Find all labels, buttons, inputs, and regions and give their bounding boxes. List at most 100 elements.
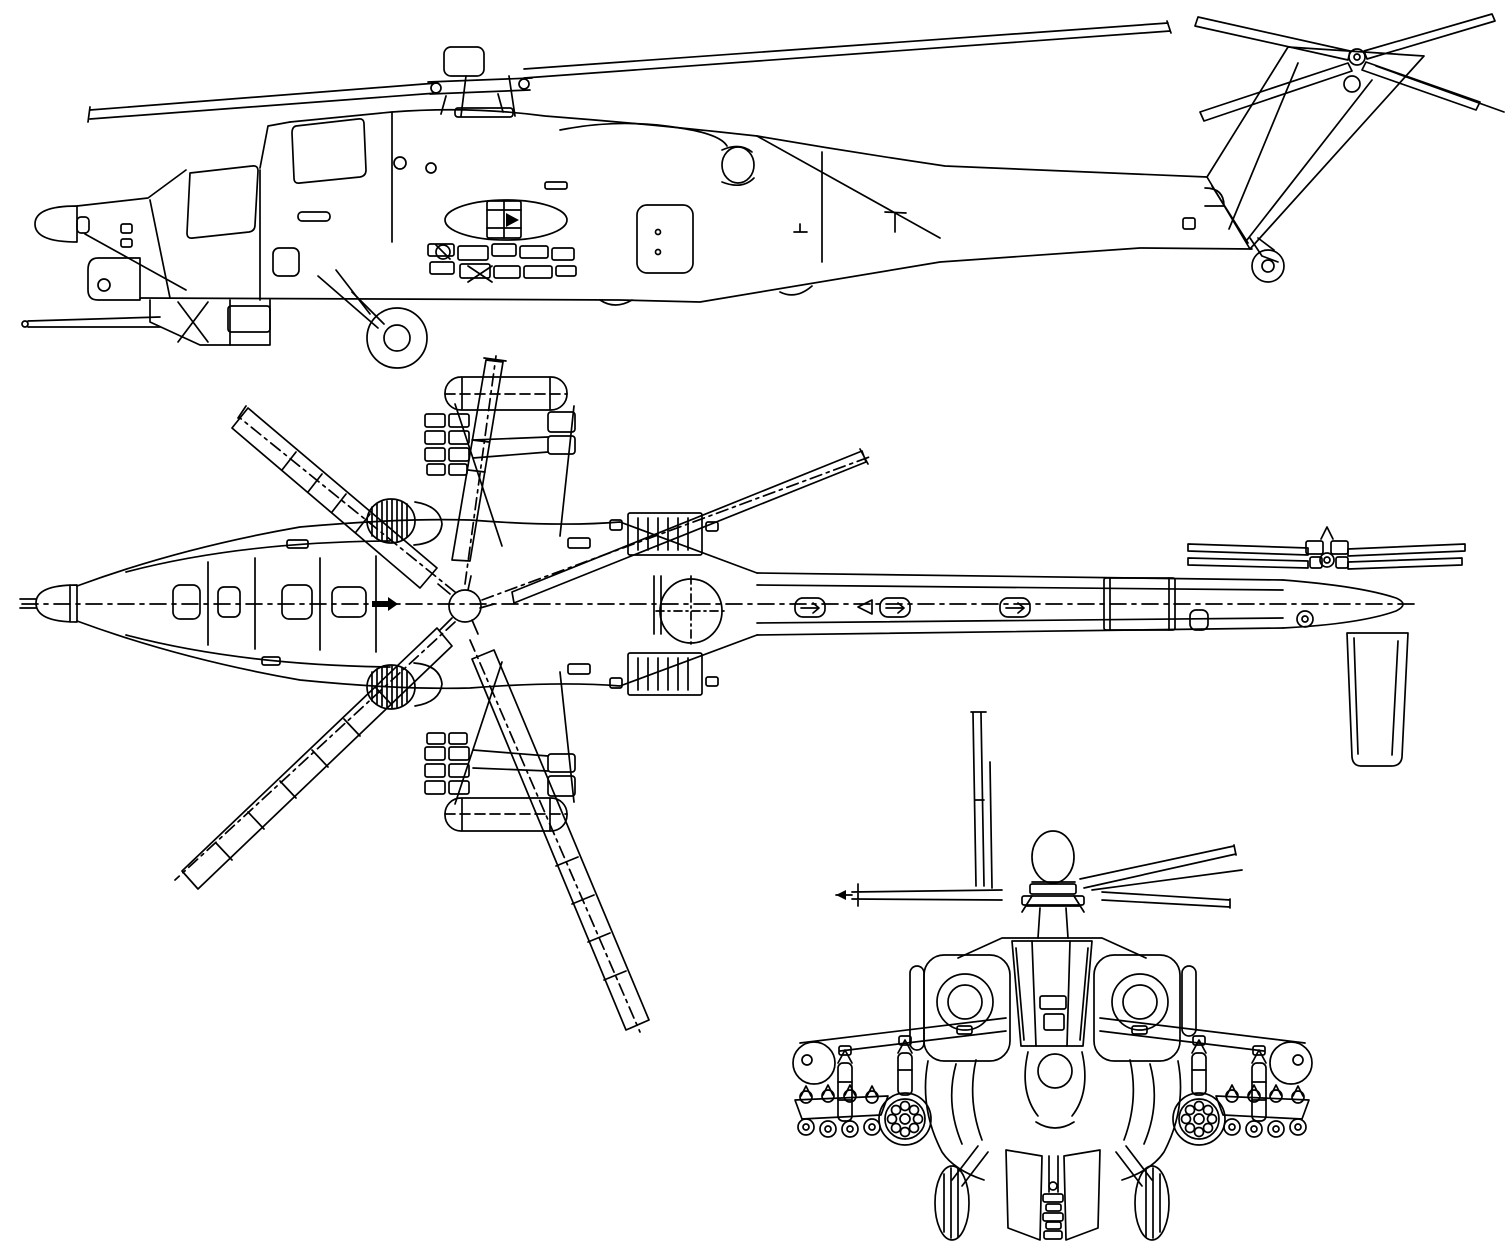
engine-intake-ring-right (1111, 973, 1169, 1031)
belly-fairing (599, 285, 813, 306)
gun-breech (227, 305, 271, 333)
rotor-blade-right-front (1101, 891, 1231, 909)
exhaust-louvre-panel (627, 512, 703, 556)
nose-crease (149, 199, 171, 299)
boom-tab (1189, 609, 1209, 631)
boom-flag-mark (857, 599, 873, 615)
hatch-arrow (800, 602, 820, 614)
nose-radome (34, 205, 78, 243)
rotor-grip (437, 583, 451, 595)
wheel-tread (1145, 1167, 1161, 1239)
engine-intake-ring-left (936, 973, 994, 1031)
gun-barrel (27, 316, 161, 328)
gun-mount-plate-left (1005, 1149, 1043, 1241)
main-rotor-hub-circle (448, 589, 482, 623)
missile-tip (837, 1049, 853, 1064)
engine-intake-ring-left-inner (947, 984, 983, 1020)
blade-axis (481, 455, 873, 601)
top-view (19, 355, 1466, 1033)
rocket-tube (1202, 1122, 1214, 1134)
rack-tube-hub (846, 1125, 854, 1133)
rack-tube-hub (824, 1125, 832, 1133)
rocket-tube (899, 1113, 911, 1125)
nose-plan (35, 584, 78, 623)
nose-contours (1024, 1051, 1086, 1129)
rocket-tube (912, 1113, 924, 1125)
missile-body (837, 1062, 853, 1122)
missile-body (1191, 1052, 1207, 1096)
door-handle (297, 211, 331, 222)
antenna-mast (793, 211, 907, 233)
fuselage-side-left (924, 1060, 985, 1181)
engine-cowl (559, 122, 728, 147)
door-dot (654, 248, 662, 256)
vent-box (609, 519, 623, 531)
missile-rack-cell (448, 463, 468, 476)
rocket-tube (899, 1100, 911, 1112)
tail-boom-inner-lines (756, 584, 1284, 624)
boom-box (1182, 217, 1196, 230)
nose-top-line (76, 169, 187, 207)
hatch-arrow (885, 602, 905, 614)
turret-brace (84, 233, 187, 291)
engine-bay-box (427, 243, 455, 257)
small-hatch (567, 663, 591, 675)
canopy-pane (331, 586, 367, 618)
vent-box (609, 677, 623, 689)
missile-rack-cell (424, 746, 446, 761)
belly-line (139, 247, 1253, 303)
missile-rack-cell (448, 732, 468, 745)
nose-sensor-ball (1037, 1053, 1073, 1089)
fin-panel-lines (1211, 62, 1373, 244)
main-gear-oleo (351, 291, 385, 325)
rocket-tube (890, 1104, 902, 1116)
missile-rack-cell (424, 763, 446, 778)
rotor-blade-up (451, 357, 507, 562)
blade-tip-arrowhead (836, 890, 846, 900)
engine-bay-box (555, 265, 577, 277)
blade-axis (239, 417, 456, 593)
cheek-panel-lines (1123, 1059, 1156, 1145)
roof-vent (286, 539, 309, 549)
porthole (425, 162, 437, 174)
roof-vent (261, 656, 281, 666)
canopy-plan-lines (125, 540, 391, 668)
front-view (792, 711, 1313, 1241)
main-rotor-blade-right (523, 20, 1172, 79)
nose-sensor-box (76, 216, 90, 234)
side-view (21, 13, 1505, 369)
blade-axis (174, 621, 456, 881)
canopy-pane (172, 584, 201, 620)
nose-fitting (120, 238, 133, 248)
main-gear-hub (383, 324, 411, 352)
gun-muzzle-ring (1045, 1221, 1062, 1230)
rotor-blade-left-front (851, 883, 1003, 907)
gun-mount-brace (177, 299, 231, 346)
sensor-turret-window (97, 278, 111, 292)
tail-wheel-hub (1261, 259, 1275, 273)
tail-wheel (1251, 249, 1285, 283)
tail-rotor-blade (1361, 61, 1481, 111)
engine-bay-box (523, 265, 553, 279)
rotor-grip (471, 619, 479, 635)
tail-rotor-blade (1199, 62, 1353, 122)
vertical-fin (1206, 46, 1425, 250)
rocket-tube (908, 1122, 920, 1134)
tail-boom-top (756, 135, 1208, 178)
rack-tube (863, 1118, 881, 1136)
porthole (393, 156, 407, 170)
main-gear-wheel (366, 307, 428, 369)
pylon (838, 1045, 852, 1056)
rotor-grip (439, 617, 453, 631)
gun-muzzle (21, 320, 29, 328)
side-hatch (272, 247, 300, 277)
engine-housing-right (1093, 954, 1181, 1062)
vent-box (705, 521, 719, 532)
canopy-roof (289, 111, 393, 243)
rotor-head (427, 77, 533, 115)
pylon-strut (472, 749, 549, 772)
rotor-grip (467, 575, 472, 591)
exhaust-pipe (721, 146, 755, 184)
